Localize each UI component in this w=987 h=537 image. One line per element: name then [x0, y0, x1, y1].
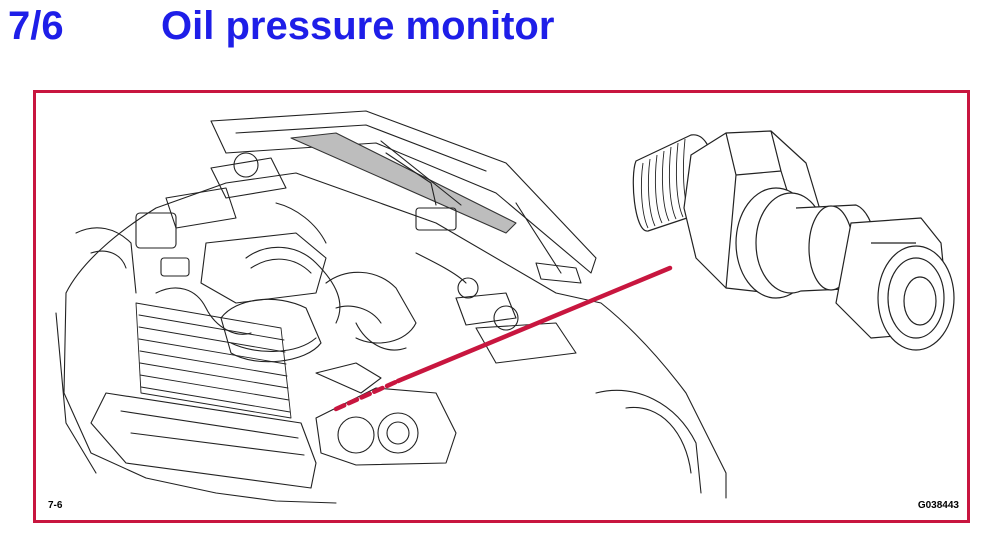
oil-pressure-sensor-illustration: [632, 130, 955, 351]
image-code: G038443: [917, 500, 959, 511]
figure-canvas: [55, 110, 955, 504]
figure-frame: 7-6 G038443: [33, 90, 970, 523]
section-number: 7/6: [8, 4, 64, 48]
engine-bay-illustration: [55, 110, 727, 504]
page-title: Oil pressure monitor: [161, 4, 555, 48]
pointer-line: [333, 265, 673, 412]
figure-number: 7-6: [48, 500, 63, 511]
